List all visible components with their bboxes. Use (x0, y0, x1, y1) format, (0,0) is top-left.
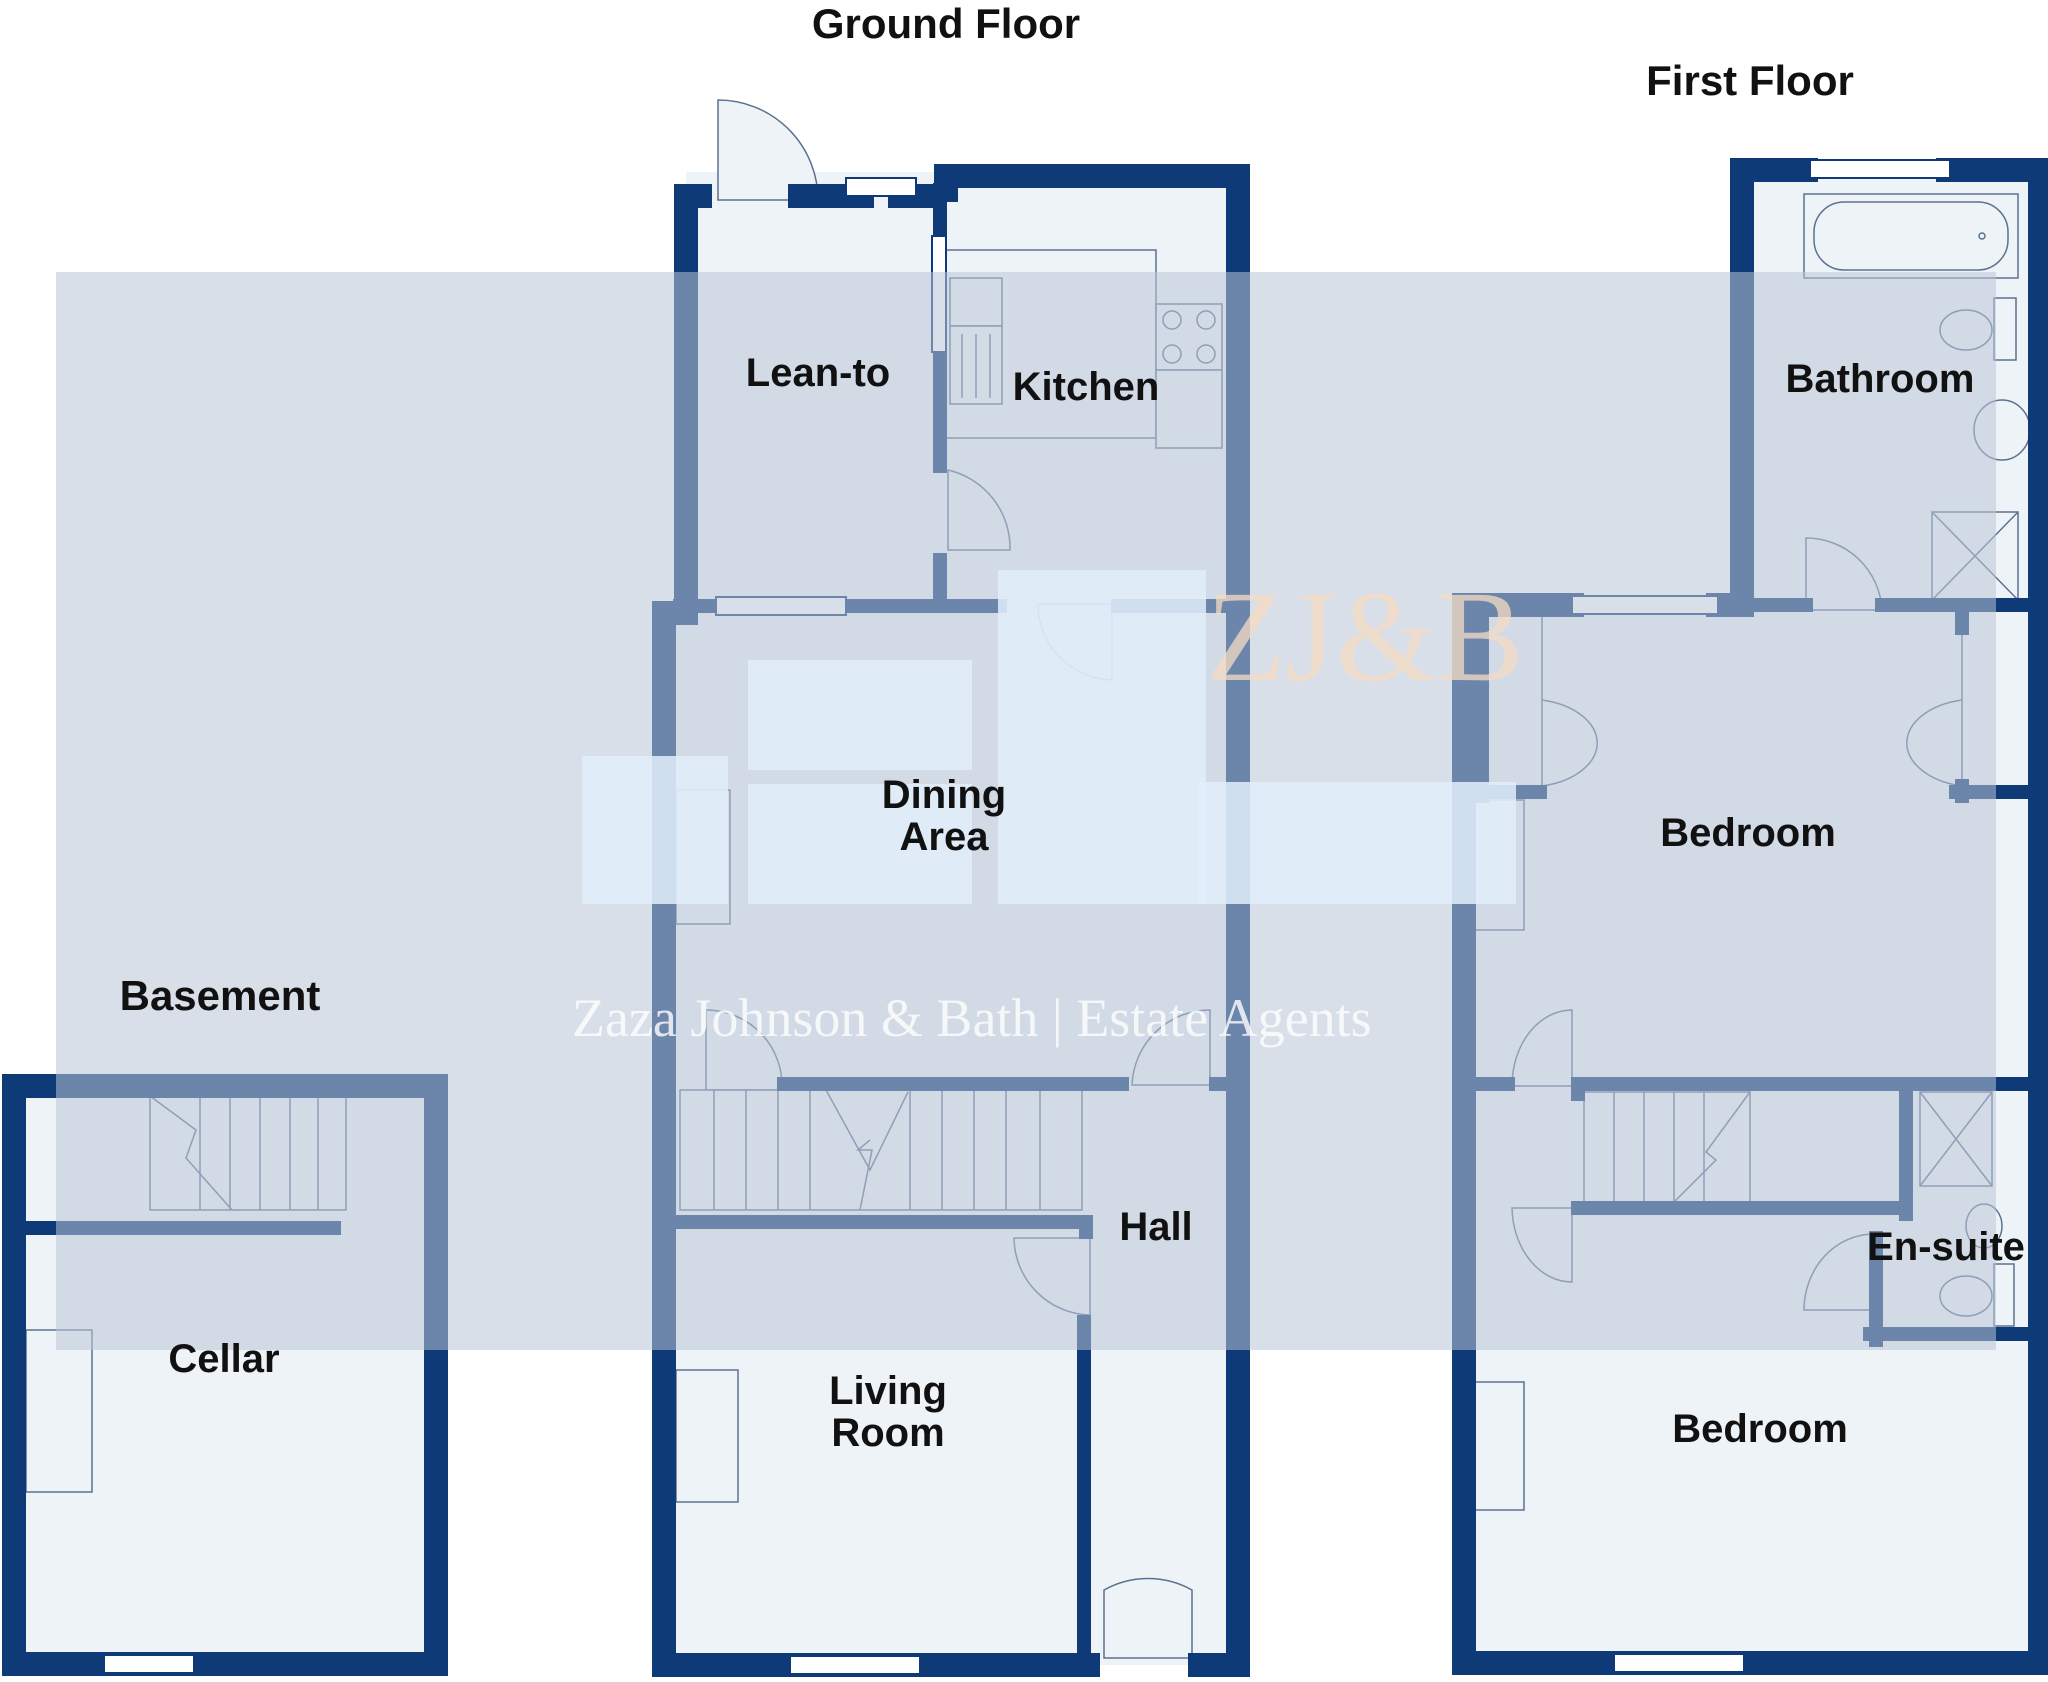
bedroom-chimney-breast (1471, 1381, 1525, 1511)
cellar-unit (25, 1329, 93, 1493)
room-label-kitchen: Kitchen (1013, 365, 1160, 409)
living-chimney-breast (675, 1369, 739, 1503)
cellar-window (103, 1654, 195, 1674)
room-label-bathroom: Bathroom (1786, 357, 1975, 401)
floor-title-basement: Basement (120, 972, 321, 1019)
front-door[interactable] (1103, 1577, 1193, 1659)
room-label-living-2: Room (831, 1411, 944, 1455)
lean-to-window (845, 177, 917, 197)
watermark-logo: ZJ&B (1206, 565, 1524, 709)
room-label-bedroom-second: Bedroom (1672, 1407, 1848, 1451)
room-label-lean-to: Lean-to (746, 351, 890, 395)
room-label-bedroom-main: Bedroom (1660, 811, 1836, 855)
bathroom-window (1809, 159, 1951, 179)
watermark: ZJ&B Zaza Johnson & Bath | Estate Agents (56, 272, 1996, 1350)
living-window (789, 1655, 921, 1675)
room-label-dining-2: Area (900, 815, 990, 859)
floor-title-ground: Ground Floor (812, 0, 1080, 47)
floor-title-first: First Floor (1646, 57, 1854, 104)
room-label-living-1: Living (829, 1369, 947, 1413)
room-label-dining-1: Dining (882, 773, 1006, 817)
room-label-cellar: Cellar (168, 1337, 279, 1381)
room-label-en-suite: En-suite (1867, 1225, 2025, 1269)
room-label-hall: Hall (1119, 1205, 1192, 1249)
watermark-company: Zaza Johnson & Bath | Estate Agents (572, 988, 1372, 1048)
labels: Ground Floor First Floor Basement Cellar… (120, 0, 2025, 1455)
bedroom-front-window (1613, 1653, 1745, 1673)
